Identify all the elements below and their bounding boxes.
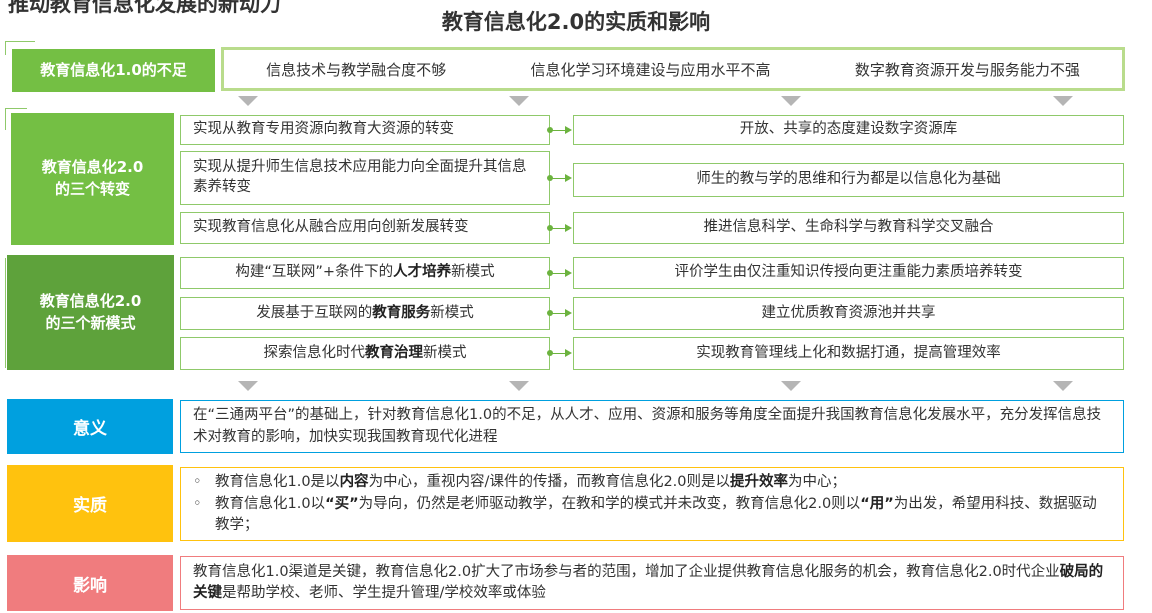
bracket-decoration [5, 258, 6, 368]
essence-bullet: ◦ 教育信息化1.0是以内容为中心，重视内容/课件的传播，而教育信息化2.0则是… [193, 472, 1111, 493]
connector-line [552, 313, 565, 314]
transform-right-box: 开放、共享的态度建设数字资源库 [573, 115, 1124, 145]
bracket-decoration [5, 41, 6, 55]
essence-text: 为中心，重视内容/课件的传播，而教育信息化2.0则是以 [368, 474, 731, 491]
essence-bullet: ◦ 教育信息化1.0以“买”为导向，仍然是老师驱动教学，在教和学的模式并未改变，… [193, 494, 1111, 536]
transform-label: 教育信息化2.0 的三个转变 [11, 113, 174, 245]
modes-label-line: 的三个新模式 [45, 313, 136, 332]
transform-label-line: 的三个转变 [54, 180, 130, 198]
mode-keyword: 人才培养 [393, 264, 452, 281]
connector-arrow-icon [565, 174, 572, 182]
meaning-label: 意义 [7, 399, 173, 454]
mode-left-box: 构建“互联网”+条件下的人才培养新模式 [180, 257, 550, 289]
connector-dot [547, 225, 553, 231]
down-arrow-icon [509, 96, 529, 106]
bracket-decoration [5, 108, 27, 109]
modes-label-line: 教育信息化2.0 [39, 291, 142, 310]
connector-dot [547, 310, 553, 316]
bullet-icon: ◦ [193, 495, 202, 512]
mode-text: 探索信息化时代 [263, 344, 366, 361]
transform-left-box: 实现从教育专用资源向教育大资源的转变 [180, 115, 550, 145]
impact-label: 影响 [7, 555, 173, 611]
mode-text: 新模式 [423, 344, 467, 361]
connector-dot [547, 175, 553, 181]
essence-keyword: 提升效率 [730, 474, 789, 491]
mode-left-box: 探索信息化时代教育治理新模式 [180, 337, 550, 370]
down-arrow-icon [781, 381, 801, 391]
mode-left-box: 发展基于互联网的教育服务新模式 [180, 297, 550, 330]
modes-label: 教育信息化2.0 的三个新模式 [7, 255, 174, 370]
mode-keyword: 教育治理 [365, 344, 423, 361]
connector-line [552, 130, 565, 131]
down-arrow-icon [238, 96, 258, 106]
mode-text: 构建“互联网”+条件下的 [235, 264, 394, 281]
essence-keyword: 内容 [339, 474, 369, 491]
mode-keyword: 教育服务 [372, 304, 431, 321]
essence-text: 为出发，希望用科技、数据驱动教学； [215, 495, 1097, 533]
impact-box: 教育信息化1.0渠道是关键，教育信息化2.0扩大了市场参与者的范围，增加了企业提… [180, 556, 1124, 610]
connector-arrow-icon [565, 349, 572, 357]
connector-arrow-icon [565, 126, 572, 134]
down-arrow-icon [1053, 96, 1073, 106]
mode-right-box: 评价学生由仅注重知识传授向更注重能力素质培养转变 [573, 257, 1124, 289]
deficiency-item: 信息化学习环境建设与应用水平不高 [530, 60, 771, 79]
connector-arrow-icon [565, 224, 572, 232]
essence-keyword: “用” [860, 495, 894, 512]
transform-left-box: 实现教育信息化从融合应用向创新发展转变 [180, 212, 550, 244]
transform-left-box: 实现从提升师生信息技术应用能力向全面提升其信息素养转变 [180, 151, 550, 205]
impact-text: 是帮助学校、老师、学生提升管理/学校效率或体验 [222, 585, 546, 601]
connector-line [552, 178, 565, 179]
mode-text: 新模式 [451, 264, 495, 281]
essence-text: 为导向，仍然是老师驱动教学，在教和学的模式并未改变，教育信息化2.0则以 [358, 495, 861, 512]
essence-box: ◦ 教育信息化1.0是以内容为中心，重视内容/课件的传播，而教育信息化2.0则是… [180, 467, 1124, 541]
connector-dot [547, 270, 553, 276]
meaning-box: 在“三通两平台”的基础上，针对教育信息化1.0的不足，从人才、应用、资源和服务等… [180, 400, 1124, 453]
connector-line [552, 353, 565, 354]
essence-text: 教育信息化1.0以 [215, 495, 326, 512]
transform-right-box: 推进信息科学、生命科学与教育科学交叉融合 [573, 212, 1124, 244]
mode-text: 新模式 [430, 304, 474, 321]
connector-dot [547, 127, 553, 133]
deficiency-box: 信息技术与教学融合度不够 信息化学习环境建设与应用水平不高 数字教育资源开发与服… [221, 47, 1125, 91]
cut-off-title: 推动教育信息化发展的新动力 [8, 0, 281, 16]
deficiency-item: 信息技术与教学融合度不够 [266, 60, 447, 79]
down-arrow-icon [1053, 381, 1073, 391]
down-arrow-icon [238, 381, 258, 391]
impact-text: 教育信息化1.0渠道是关键，教育信息化2.0扩大了市场参与者的范围，增加了企业提… [193, 563, 1060, 580]
essence-keyword: “买” [325, 495, 359, 512]
deficiency-item: 数字教育资源开发与服务能力不强 [854, 60, 1080, 79]
page-title: 教育信息化2.0的实质和影响 [441, 10, 711, 34]
connector-arrow-icon [565, 309, 572, 317]
meaning-text: 在“三通两平台”的基础上，针对教育信息化1.0的不足，从人才、应用、资源和服务等… [193, 407, 1102, 445]
essence-text: 教育信息化1.0是以 [215, 474, 340, 491]
transform-right-box: 师生的教与学的思维和行为都是以信息化为基础 [573, 163, 1124, 197]
down-arrow-icon [509, 381, 529, 391]
essence-text: 为中心； [788, 474, 847, 491]
connector-line [552, 228, 565, 229]
bracket-decoration [5, 108, 6, 130]
impact-keyword: 破局的关键 [193, 563, 1104, 601]
bracket-decoration [5, 41, 35, 42]
essence-label: 实质 [7, 465, 173, 542]
connector-dot [547, 350, 553, 356]
deficiency-label: 教育信息化1.0的不足 [12, 49, 215, 92]
mode-right-box: 实现教育管理线上化和数据打通，提高管理效率 [573, 337, 1124, 370]
mode-text: 发展基于互联网的 [256, 304, 373, 321]
transform-label-line: 教育信息化2.0 [41, 158, 144, 177]
bullet-icon: ◦ [193, 474, 202, 491]
mode-right-box: 建立优质教育资源池并共享 [573, 297, 1124, 330]
connector-arrow-icon [565, 269, 572, 277]
down-arrow-icon [781, 96, 801, 106]
connector-line [552, 273, 565, 274]
